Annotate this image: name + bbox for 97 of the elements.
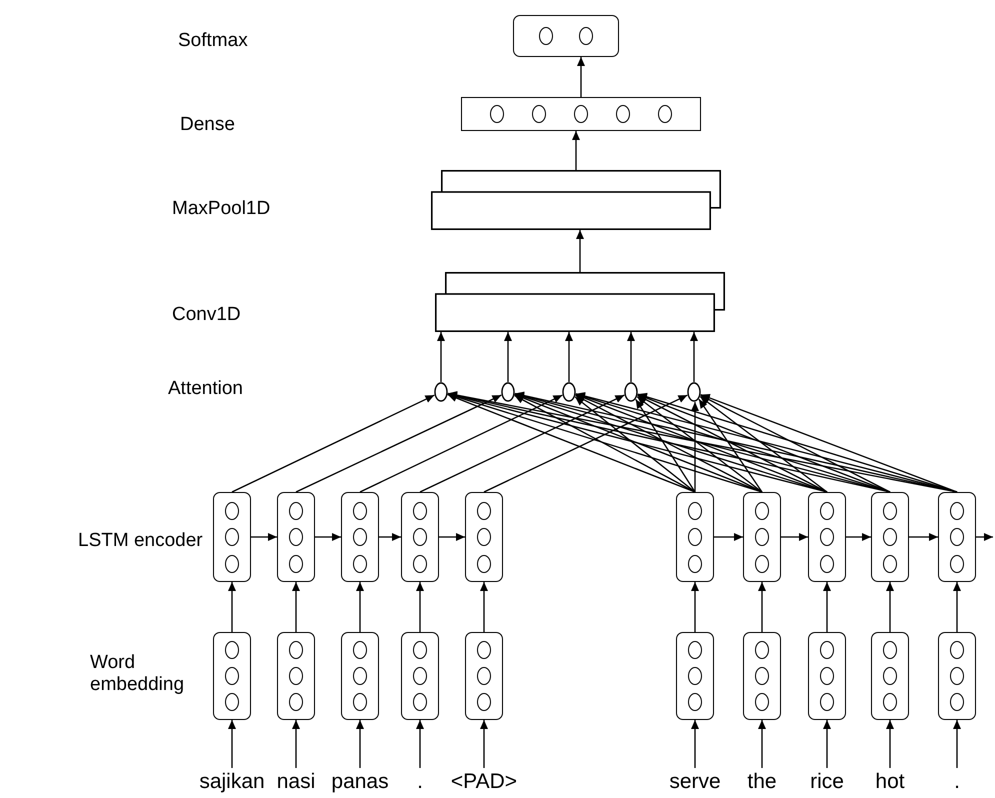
lstm-cell	[938, 492, 976, 582]
attention-node	[562, 382, 576, 402]
attention-node	[687, 382, 701, 402]
embedding-vector	[465, 632, 503, 720]
arrow	[637, 394, 828, 493]
lstm-cell	[676, 492, 714, 582]
arrow	[698, 398, 763, 492]
embedding-vector	[871, 632, 909, 720]
arrow	[576, 394, 828, 493]
arrow	[416, 720, 424, 768]
embedding-vector	[401, 632, 439, 720]
arrow	[691, 402, 699, 492]
arrow	[228, 582, 236, 632]
softmax-layer	[513, 15, 619, 57]
embedding-vector	[341, 632, 379, 720]
arrow	[504, 332, 512, 382]
arrow	[514, 394, 696, 493]
arrow	[691, 720, 699, 768]
lstm-cell	[465, 492, 503, 582]
arrow	[315, 533, 341, 541]
arrow	[292, 720, 300, 768]
layer-label: Dense	[180, 114, 235, 136]
arrow	[296, 394, 502, 493]
lstm-cell	[213, 492, 251, 582]
arrow	[953, 582, 961, 632]
lstm-cell	[808, 492, 846, 582]
arrow	[228, 720, 236, 768]
arrow	[909, 533, 938, 541]
input-word: panas	[320, 768, 400, 796]
arrow	[700, 394, 890, 493]
arrow	[572, 131, 580, 170]
attention-node	[501, 382, 515, 402]
arrow	[886, 582, 894, 632]
arrow	[437, 332, 445, 382]
lstm-cell	[277, 492, 315, 582]
arrow	[846, 533, 871, 541]
layer-label: LSTM encoder	[78, 530, 203, 552]
arrow	[480, 582, 488, 632]
input-word: <PAD>	[444, 768, 524, 796]
arrow	[514, 394, 762, 493]
attention-node	[434, 382, 448, 402]
lstm-cell	[743, 492, 781, 582]
embedding-vector	[743, 632, 781, 720]
arrow	[758, 720, 766, 768]
arrow	[576, 230, 584, 272]
embedding-vector	[213, 632, 251, 720]
arrow	[575, 394, 762, 493]
arrow	[627, 332, 635, 382]
arrow	[379, 533, 401, 541]
arrow	[577, 57, 585, 97]
layer-block	[435, 272, 725, 332]
arrow	[714, 533, 743, 541]
arrow	[758, 582, 766, 632]
arrow	[292, 582, 300, 632]
layer-label: Softmax	[178, 30, 248, 52]
arrow	[416, 582, 424, 632]
arrow	[232, 394, 435, 493]
arrow	[574, 396, 696, 492]
arrow	[781, 533, 808, 541]
embedding-vector	[938, 632, 976, 720]
embedding-vector	[676, 632, 714, 720]
input-word: sajikan	[192, 768, 272, 796]
attention-node	[624, 382, 638, 402]
arrow	[886, 720, 894, 768]
arrow	[356, 720, 364, 768]
arrow	[439, 533, 465, 541]
arrow	[638, 392, 958, 493]
arrow	[691, 582, 699, 632]
arrow	[638, 394, 890, 493]
arrow	[976, 533, 993, 541]
arrow	[251, 533, 277, 541]
embedding-vector	[808, 632, 846, 720]
layer-block	[431, 170, 721, 230]
lstm-cell	[871, 492, 909, 582]
layer-label: MaxPool1D	[172, 198, 270, 220]
dense-layer	[461, 97, 701, 131]
arrow	[356, 582, 364, 632]
embedding-vector	[277, 632, 315, 720]
arrow	[823, 582, 831, 632]
layer-label: Conv1D	[172, 304, 241, 326]
arrow	[360, 394, 563, 493]
lstm-cell	[341, 492, 379, 582]
arrow	[700, 394, 958, 493]
layer-label: Word embedding	[90, 652, 186, 696]
arrow	[420, 394, 625, 493]
arrow	[690, 332, 698, 382]
arrow	[823, 720, 831, 768]
arrow	[565, 332, 573, 382]
arrow	[484, 394, 688, 493]
arrow	[480, 720, 488, 768]
arrow	[636, 396, 762, 493]
arrow	[700, 396, 828, 493]
arrow	[448, 394, 696, 493]
layer-label: Attention	[168, 378, 243, 400]
lstm-cell	[401, 492, 439, 582]
arrow	[953, 720, 961, 768]
arrow	[635, 399, 696, 492]
